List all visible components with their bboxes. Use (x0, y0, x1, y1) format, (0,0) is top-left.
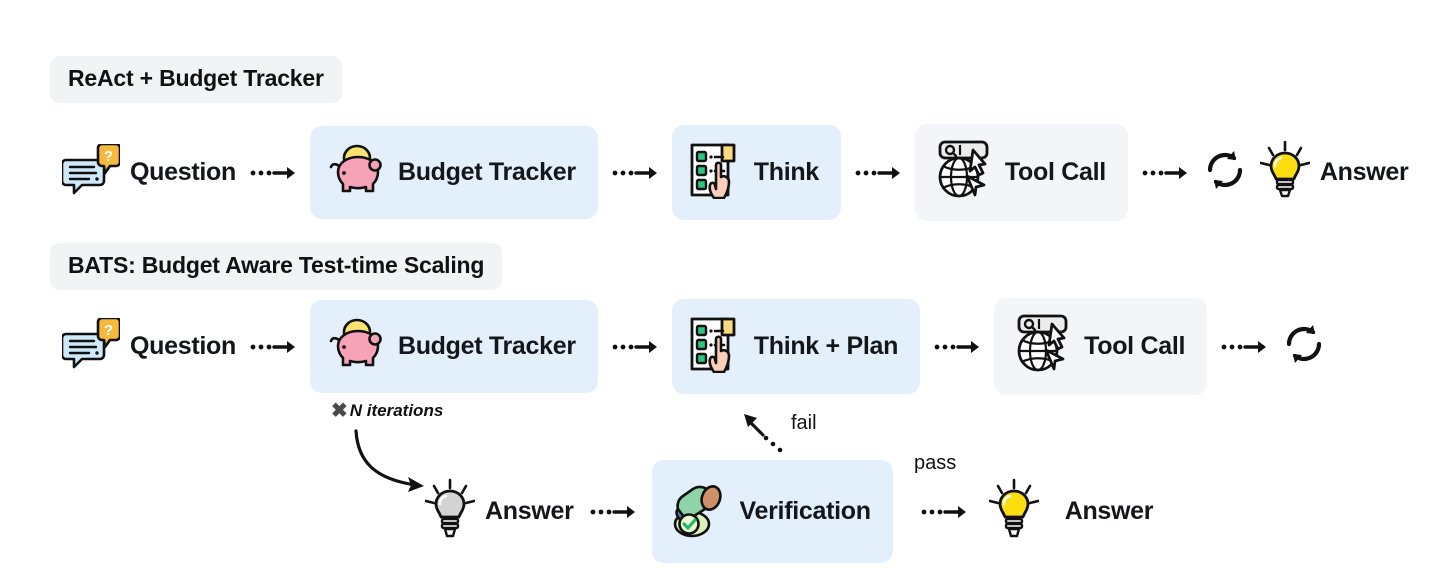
node-label-answer-draft: Answer (485, 497, 574, 525)
node-label-budget-tracker-bats: Budget Tracker (397, 332, 576, 360)
node-tool-call-react[interactable]: Tool Call (914, 124, 1128, 221)
node-verification[interactable]: Verification (651, 460, 893, 563)
node-label-think-react: Think (753, 158, 819, 186)
flow-row-react: ? Question Budget Tracker (60, 124, 1409, 221)
node-label-think-plan-bats: Think + Plan (753, 332, 899, 360)
arrow-dotted-5 (250, 337, 296, 357)
loop-refresh-icon (1202, 147, 1248, 198)
node-loop-bats[interactable] (1281, 321, 1327, 372)
arrow-dotted-6 (612, 337, 658, 357)
node-label-question-react: Question (130, 158, 236, 186)
node-label-budget-tracker-react: Budget Tracker (397, 158, 576, 186)
node-label-tool-call-react: Tool Call (1004, 158, 1106, 186)
checklist-hand-icon (688, 141, 744, 204)
stamp-check-icon (668, 478, 730, 545)
piggy-bank-icon (326, 142, 388, 203)
question-bubble-icon: ? (60, 316, 122, 375)
arrow-dotted-2 (612, 163, 658, 183)
fail-label: fail (791, 412, 817, 434)
lightbulb-on-icon (1259, 140, 1311, 204)
node-label-answer-final: Answer (1064, 497, 1154, 525)
node-budget-tracker-react[interactable]: Budget Tracker (309, 126, 598, 219)
search-globe-cursor-icon (1010, 314, 1074, 379)
lightbulb-off-icon (424, 478, 476, 545)
fail-branch-arrow (736, 408, 792, 461)
arrow-dotted-8 (1221, 337, 1267, 357)
multiply-icon: ✖ (331, 400, 348, 422)
section-title-bats-label: BATS: Budget Aware Test-time Scaling (50, 243, 503, 290)
lightbulb-on-icon (988, 478, 1039, 545)
node-answer-react[interactable]: Answer (1259, 140, 1409, 204)
pass-label: pass (914, 452, 957, 474)
node-question-bats[interactable]: ? Question (60, 316, 236, 375)
node-loop-react[interactable] (1202, 147, 1248, 198)
node-answer-draft[interactable]: Answer (424, 478, 574, 545)
node-budget-tracker-bats[interactable]: Budget Tracker (309, 300, 598, 393)
node-think-plan-bats[interactable]: Think + Plan (671, 299, 921, 394)
arrow-dotted-10 (921, 502, 967, 522)
flow-row-bats-bottom: Answer Verification (424, 460, 1154, 563)
annotation-n-iterations: ✖ N iterations (331, 398, 443, 423)
piggy-bank-icon (326, 316, 388, 377)
svg-text:?: ? (104, 322, 113, 339)
node-label-verification: Verification (739, 497, 871, 525)
search-globe-cursor-icon (931, 140, 995, 205)
node-tool-call-bats[interactable]: Tool Call (994, 298, 1208, 395)
arrow-dotted-7 (934, 337, 980, 357)
node-label-tool-call-bats: Tool Call (1084, 332, 1186, 360)
checklist-hand-icon (688, 315, 744, 378)
node-think-react[interactable]: Think (671, 125, 841, 220)
curved-arrow-to-answer (350, 425, 450, 510)
node-answer-final[interactable]: Answer (988, 478, 1154, 545)
section-title-react: ReAct + Budget Tracker (50, 56, 342, 103)
arrow-dotted-4 (1142, 163, 1188, 183)
flow-row-bats-top: ? Question Budget Tracker (60, 298, 1327, 395)
arrow-dotted-1 (250, 163, 296, 183)
section-title-react-label: ReAct + Budget Tracker (50, 56, 342, 103)
question-bubble-icon: ? (60, 142, 122, 201)
node-label-question-bats: Question (130, 332, 236, 360)
section-title-bats: BATS: Budget Aware Test-time Scaling (50, 243, 503, 290)
annotation-n-iterations-label: N iterations (349, 400, 444, 420)
arrow-dotted-3 (855, 163, 901, 183)
node-label-answer-react: Answer (1319, 158, 1409, 186)
svg-text:?: ? (104, 148, 113, 165)
loop-refresh-icon (1281, 321, 1327, 372)
node-question-react[interactable]: ? Question (60, 142, 236, 201)
arrow-dotted-9 (590, 502, 636, 522)
